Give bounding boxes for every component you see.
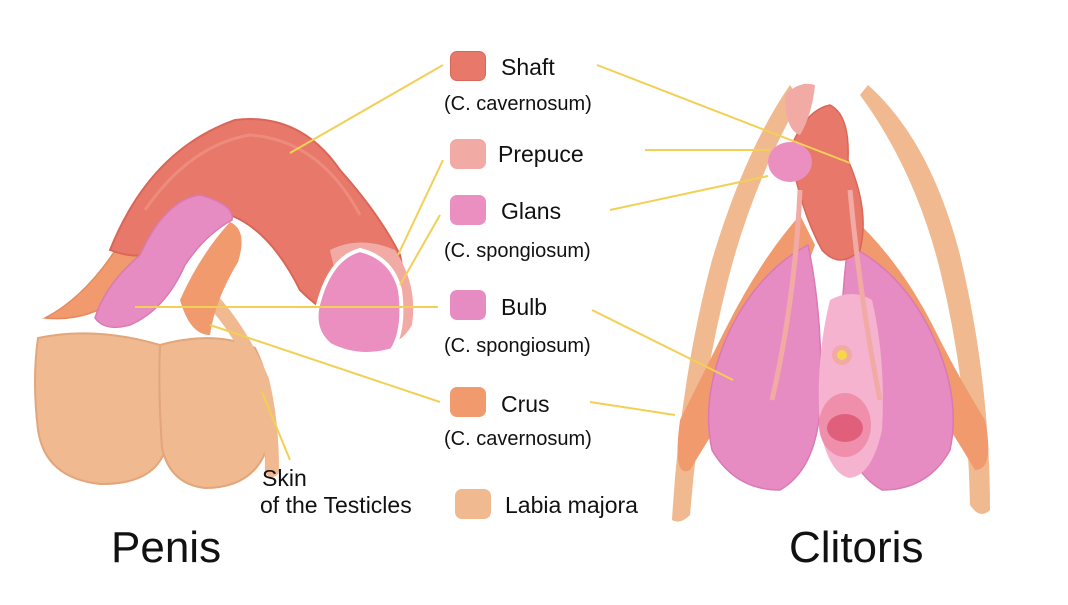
- bulb-label: Bulb: [501, 294, 548, 320]
- crus-label: Crus: [501, 391, 550, 417]
- leader-bulb-clitoris: [591, 309, 734, 381]
- bulb-swatch: [450, 290, 486, 320]
- leader-glans-penis: [399, 214, 441, 286]
- leader-crus-penis: [209, 324, 441, 403]
- leader-shaft-penis: [289, 64, 444, 154]
- labia-majora-left: [672, 85, 800, 522]
- glans-label: Glans: [501, 198, 562, 224]
- crus-sublabel: (C. cavernosum): [444, 428, 592, 450]
- clitoris-shaft: [789, 104, 864, 261]
- skin-label-line1: Skin: [262, 465, 307, 491]
- shaft-sublabel: (C. cavernosum): [444, 93, 592, 115]
- leader-glans-clitoris: [609, 175, 769, 211]
- leader-skin: [261, 391, 291, 461]
- testicles-skin: [34, 293, 279, 490]
- prepuce-swatch: [450, 139, 486, 169]
- crus-swatch: [450, 387, 486, 417]
- labia-majora-swatch: [455, 489, 491, 519]
- clitoris-glans: [768, 142, 812, 182]
- shaft-swatch: [450, 51, 486, 81]
- prepuce-label: Prepuce: [498, 141, 584, 167]
- skin-label-line2: of the Testicles: [260, 492, 412, 518]
- bulb-sublabel: (C. spongiosum): [444, 335, 591, 357]
- penis-title: Penis: [111, 523, 222, 572]
- penis-bulb: [94, 194, 233, 329]
- labia-majora-label: Labia majora: [505, 492, 638, 518]
- clitoris-illustration: [672, 83, 990, 522]
- leader-lines: [135, 64, 851, 461]
- clitoris-title: Clitoris: [789, 523, 924, 572]
- clitoris-prepuce: [785, 83, 815, 135]
- penis-glans: [314, 247, 404, 356]
- leader-shaft-clitoris: [596, 64, 851, 164]
- leader-crus-clitoris: [589, 401, 676, 416]
- penis-illustration: [34, 118, 414, 490]
- glans-sublabel: (C. spongiosum): [444, 240, 591, 262]
- labia-majora-right: [860, 85, 990, 514]
- leader-prepuce-penis: [397, 159, 444, 256]
- shaft-label: Shaft: [501, 54, 555, 80]
- glans-swatch: [450, 195, 486, 225]
